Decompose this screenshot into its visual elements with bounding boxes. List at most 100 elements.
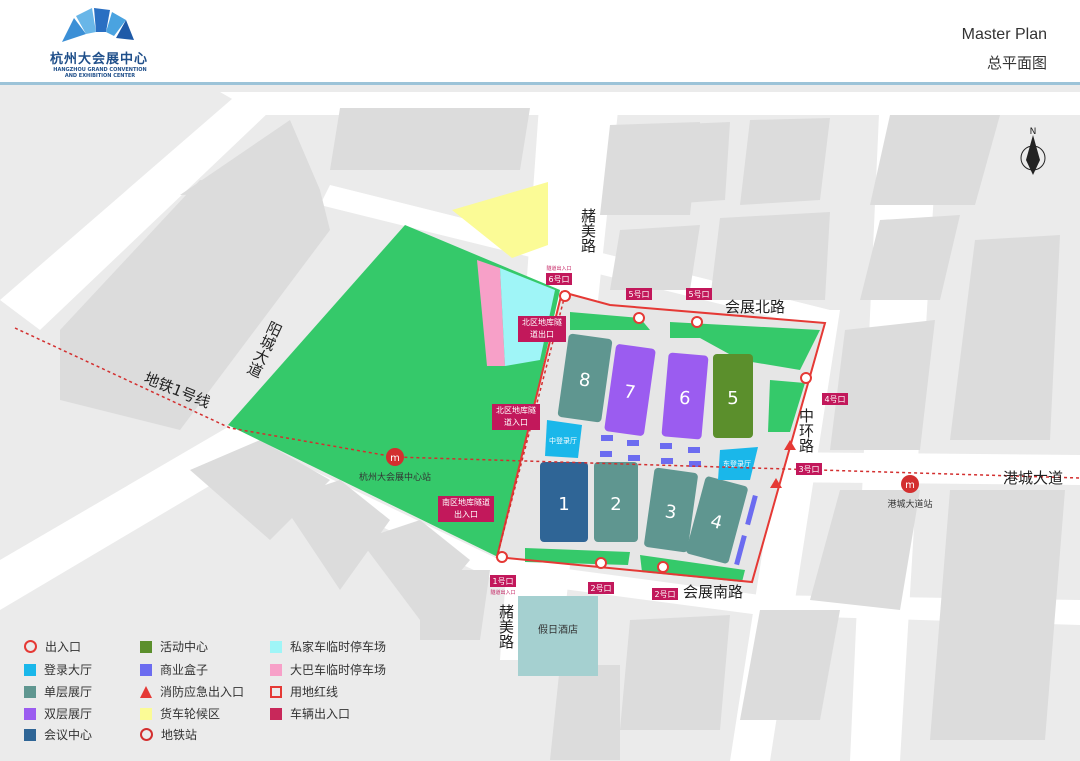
truck-waiting-area — [452, 182, 548, 258]
entrance-icons — [496, 290, 812, 573]
metro-station-east-icon: m — [901, 475, 919, 493]
legend-swatch — [270, 663, 282, 676]
green-belts — [525, 312, 820, 582]
gate-4-label: 4号口 — [824, 395, 845, 404]
legend-swatch — [24, 707, 36, 720]
legend-item: 活动中心 — [140, 638, 208, 655]
hall-3-label: 3 — [664, 501, 678, 523]
logo-subtitle: HANGZHOU GRAND CONVENTION AND EXHIBITION… — [53, 67, 147, 79]
north-tunnel-entry-label: 北区地库隧道入口 — [496, 406, 536, 427]
legend-label: 登录大厅 — [44, 663, 93, 677]
legend-item: 车辆出入口 — [270, 705, 350, 722]
entrance-icon — [24, 640, 37, 653]
master-plan-map: 8 7 6 5 1 2 3 4 中登录厅 东登录厅 假日酒店 m 杭州大会展中心… — [0, 85, 1080, 761]
hotel — [518, 596, 598, 676]
legend-item: 登录大厅 — [24, 661, 92, 678]
page-title-cn: 总平面图 — [986, 54, 1047, 72]
hall-6-label: 6 — [678, 388, 691, 410]
fire-exit-icon — [140, 685, 152, 698]
road-zhumei-north: 赭美路 — [579, 208, 597, 253]
legend-label: 车辆出入口 — [290, 707, 351, 721]
hall-4-label: 4 — [708, 511, 724, 534]
legend-label: 消防应急出入口 — [160, 685, 245, 699]
east-lobby — [718, 447, 758, 480]
hall-8-label: 8 — [578, 369, 592, 391]
hall-7-label: 7 — [623, 381, 637, 403]
legend-item: 用地红线 — [270, 683, 338, 700]
park — [228, 225, 560, 558]
legend-label: 私家车临时停车场 — [290, 640, 387, 654]
road-zhonghuan: 中环路 — [797, 408, 815, 453]
legend-swatch — [140, 663, 152, 676]
legend-label: 货车轮候区 — [160, 707, 221, 721]
road-huizhan-north: 会展北路 — [725, 298, 785, 316]
legend-label: 大巴车临时停车场 — [290, 663, 387, 677]
commercial-boxes — [600, 435, 758, 566]
road-zhumei-south: 赭美路 — [497, 604, 515, 649]
middle-lobby-label: 中登录厅 — [549, 436, 577, 445]
road-huizhan-south: 会展南路 — [683, 583, 743, 601]
hall-3 — [644, 467, 698, 553]
hotel-label: 假日酒店 — [538, 623, 578, 636]
legend-item: 地铁站 — [140, 726, 197, 743]
svg-text:N: N — [1030, 127, 1037, 137]
legend-item: 双层展厅 — [24, 705, 92, 722]
hall-2 — [594, 462, 638, 542]
hall-6 — [661, 352, 709, 440]
hall-1 — [540, 462, 588, 542]
boundary-icon — [270, 685, 282, 698]
legend-swatch — [24, 728, 36, 741]
gate-2b-label: 2号口 — [654, 590, 675, 599]
legend-swatch — [140, 707, 152, 720]
metro-station-main-icon: m — [386, 448, 404, 466]
halls: 8 7 6 5 1 2 3 4 中登录厅 东登录厅 — [540, 333, 758, 566]
legend-swatch — [270, 640, 282, 653]
site-boundary — [495, 290, 827, 584]
metro-icon — [140, 728, 153, 741]
legend-swatch — [140, 640, 152, 653]
logo-icon — [62, 8, 134, 42]
legend-label: 活动中心 — [160, 640, 209, 654]
gate-5a-label: 5号口 — [628, 290, 649, 299]
header: 杭州大会展中心 HANGZHOU GRAND CONVENTION AND EX… — [0, 0, 1080, 85]
gate-6-label: 6号口 — [548, 275, 569, 284]
city-blocks — [60, 108, 1065, 760]
north-tunnel-exit-label: 北区地库隧道出口 — [522, 318, 562, 339]
east-lobby-label: 东登录厅 — [723, 459, 751, 468]
gate-2a-label: 2号口 — [590, 584, 611, 593]
legend-item: 货车轮候区 — [140, 705, 220, 722]
hall-1-label: 1 — [558, 494, 569, 515]
metro-line-1 — [14, 327, 1080, 479]
compass-icon: N — [1020, 127, 1046, 175]
legend-item: 单层展厅 — [24, 683, 92, 700]
hall-4 — [686, 476, 748, 564]
svg-text:m: m — [390, 453, 400, 464]
bus-parking — [477, 260, 505, 366]
legend-label: 商业盒子 — [160, 663, 209, 677]
page-title-en: Master Plan — [961, 26, 1047, 43]
legend-label: 单层展厅 — [44, 685, 93, 699]
middle-lobby — [545, 420, 582, 458]
hall-5 — [713, 354, 753, 438]
legend-swatch — [24, 685, 36, 698]
hall-8 — [557, 333, 613, 423]
south-tunnel-label: 南区地库隧道出入口 — [442, 498, 490, 519]
legend-label: 双层展厅 — [44, 707, 93, 721]
legend-swatch — [24, 663, 36, 676]
gate-labels: 6号口 隧道出入口 5号口 5号口 4号口 3号口 1号口 隧道出入口 2号口 … — [438, 265, 848, 600]
legend-item: 消防应急出入口 — [140, 683, 244, 700]
station-main-label: 杭州大会展中心站 — [359, 471, 431, 483]
legend-swatch — [270, 707, 282, 720]
road-gangcheng: 港城大道 — [1003, 469, 1063, 487]
legend-item: 大巴车临时停车场 — [270, 661, 386, 678]
legend-item: 出入口 — [24, 638, 81, 655]
legend-label: 出入口 — [45, 640, 82, 654]
legend-item: 私家车临时停车场 — [270, 638, 386, 655]
legend-label: 用地红线 — [290, 685, 339, 699]
gate-1-sublabel: 隧道出入口 — [490, 589, 515, 596]
gate-3-label: 3号口 — [798, 465, 819, 474]
svg-text:m: m — [905, 480, 915, 491]
logo-text: 杭州大会展中心 — [50, 52, 149, 67]
station-east-label: 港城大道站 — [887, 498, 932, 510]
gate-5b-label: 5号口 — [688, 290, 709, 299]
